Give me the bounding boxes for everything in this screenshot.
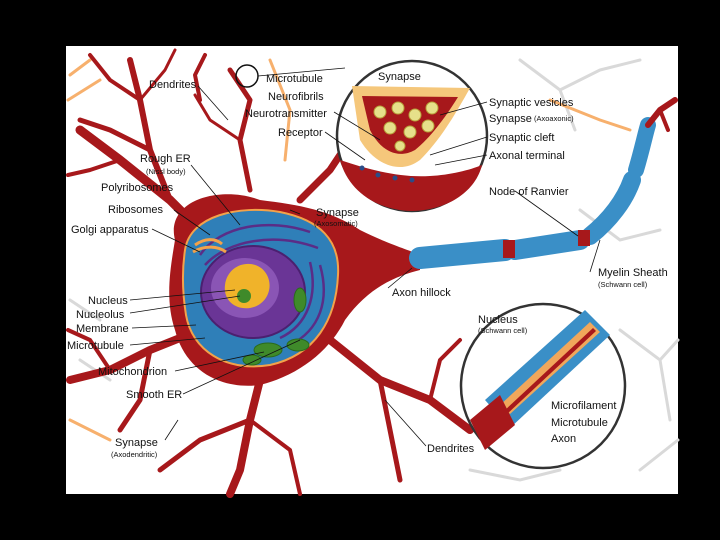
label-microtubule-inset: Microtubule [551, 417, 608, 429]
synapse-inset [335, 59, 489, 213]
label-microtubule-left: Microtubule [67, 340, 124, 352]
label-ribosomes: Ribosomes [108, 204, 164, 216]
label-myelin-sheath: Myelin Sheath [598, 267, 668, 279]
label-axonal-terminal: Axonal terminal [489, 150, 565, 162]
nodes-of-ranvier [503, 230, 590, 258]
label-smooth-er: Smooth ER [126, 389, 182, 401]
label-nucleus: Nucleus [88, 295, 128, 307]
label-dendrites-top: Dendrites [149, 79, 197, 91]
label-synapse-axoaxonic: Synapse [489, 113, 532, 125]
label-synaptic-cleft: Synaptic cleft [489, 132, 554, 144]
label-axosomatic-sub: (Axosomatic) [314, 219, 358, 228]
label-node-of-ranvier: Node of Ranvier [489, 186, 569, 198]
label-schwann-cell: (Schwann cell) [598, 280, 648, 289]
label-golgi: Golgi apparatus [71, 224, 149, 236]
label-polyribosomes: Polyribosomes [101, 182, 174, 194]
label-receptor: Receptor [278, 127, 323, 139]
axon [403, 97, 678, 269]
label-microfilament: Microfilament [551, 400, 616, 412]
label-axon: Axon [551, 433, 576, 445]
label-synapse-axosomatic: Synapse [316, 207, 359, 219]
background-cells [68, 58, 680, 482]
label-neurotransmitter: Neurotransmitter [245, 108, 327, 120]
labels: Dendrites Microtubule Neurofibrils Neuro… [67, 71, 668, 459]
nucleolus-core [237, 289, 251, 303]
label-neurofibrils: Neurofibrils [268, 91, 324, 103]
nucleolus [224, 263, 270, 309]
label-axon-hillock: Axon hillock [392, 287, 451, 299]
label-nucleus-schwann-sub: (Schwann cell) [478, 326, 528, 335]
label-mitochondrion: Mitochondrion [98, 366, 167, 378]
leader-lines [129, 67, 601, 447]
label-membrane: Membrane [76, 323, 129, 335]
label-nucleolus: Nucleolus [76, 309, 125, 321]
label-synapse-axodendritic: Synapse [115, 437, 158, 449]
label-synaptic-vesicles: Synaptic vesicles [489, 97, 574, 109]
myelin-inset [459, 302, 627, 470]
orange-dendrite-fragments [66, 58, 632, 442]
mitochondria [242, 287, 310, 366]
label-microtubule: Microtubule [266, 73, 323, 85]
label-synapse-top: Synapse [378, 71, 421, 83]
label-rough-er: Rough ER [140, 153, 191, 165]
label-nucleus-schwann: Nucleus [478, 314, 518, 326]
label-dendrites-bottom: Dendrites [427, 443, 475, 455]
label-axoaxonic-sub: (Axoaxonic) [534, 114, 574, 123]
label-axodendritic-sub: (Axodendritic) [111, 450, 158, 459]
label-nissl-body: (Nissl body) [146, 167, 186, 176]
